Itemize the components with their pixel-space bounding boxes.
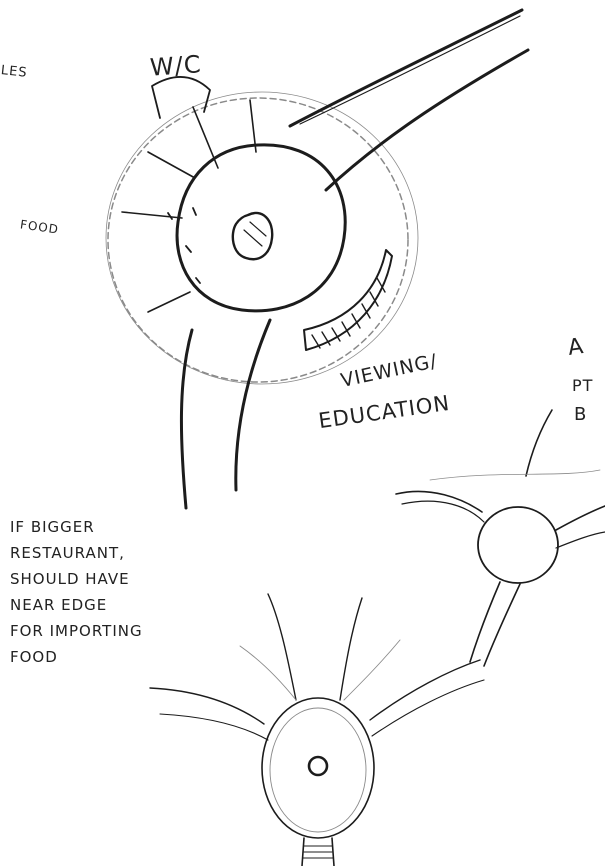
note-line: RESTAURANT, xyxy=(10,540,143,566)
label-wc: W/C xyxy=(149,50,202,82)
wc-bracket xyxy=(152,77,210,118)
label-b: B xyxy=(574,404,587,425)
note-line: FOR IMPORTING xyxy=(10,618,143,644)
note-line: SHOULD HAVE xyxy=(10,566,143,592)
entry-arm-lower xyxy=(326,50,528,190)
entry-arm-upper xyxy=(290,10,522,126)
small-hub-circle xyxy=(262,698,374,838)
label-ples: PLES xyxy=(0,62,28,81)
label-pt: PT xyxy=(572,376,593,395)
center-building xyxy=(177,145,345,311)
stem-left xyxy=(181,330,192,508)
medium-hub-circle xyxy=(478,507,558,583)
restaurant-note: IF BIGGER RESTAURANT, SHOULD HAVE NEAR E… xyxy=(10,514,143,670)
viewing-hatch xyxy=(312,278,385,348)
small-hub-core xyxy=(309,757,327,775)
note-line: IF BIGGER xyxy=(10,514,143,540)
small-hub-sketch xyxy=(150,594,484,866)
note-line: FOOD xyxy=(10,644,143,670)
label-a: A xyxy=(566,334,585,361)
outer-ring xyxy=(108,98,408,382)
pointer-line xyxy=(526,410,552,476)
note-line: NEAR EDGE xyxy=(10,592,143,618)
medium-hub-sketch xyxy=(396,410,605,666)
large-hub-sketch xyxy=(106,10,528,508)
stem-right xyxy=(236,320,270,490)
